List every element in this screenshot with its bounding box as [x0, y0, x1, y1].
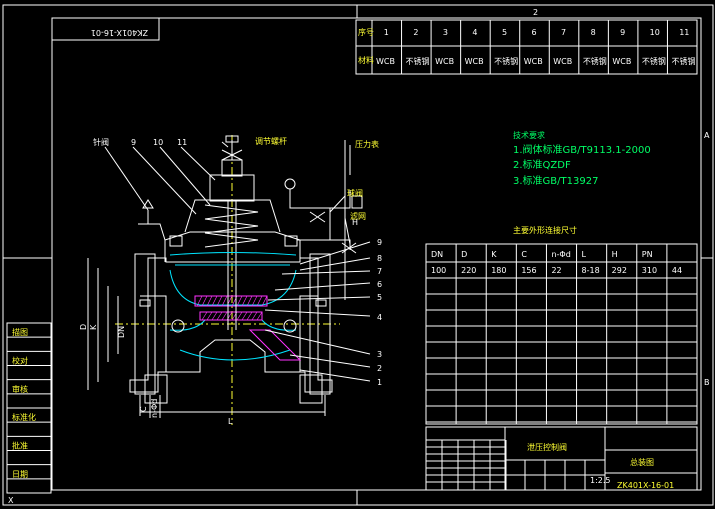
valve-assembly	[87, 135, 371, 425]
stamp-row-label: 标准化	[12, 412, 36, 422]
callout-number: 9	[377, 238, 382, 247]
dims-value-cell: 292	[612, 266, 627, 275]
parts-number-cell: 10	[650, 28, 660, 37]
stamp-row-label: 校对	[12, 356, 28, 366]
callout-adjust-screw: 调节螺杆	[255, 136, 287, 146]
callout-number: 7	[377, 267, 382, 276]
parts-material-cell: WCB	[524, 57, 543, 66]
dim-label-n: n-Φd	[150, 399, 159, 418]
parts-material-cell: 不锈钢	[583, 56, 607, 66]
dims-header-cell: D	[461, 250, 467, 259]
border-mark-x: X	[8, 496, 14, 505]
dim-label-C: C	[139, 406, 148, 412]
title-block: 泄压控制阀 总装图 ZK401X-16-01 1:2.5	[425, 426, 698, 491]
title-block-name: 泄压控制阀	[527, 442, 567, 452]
inner-frame	[51, 17, 702, 491]
callout-number: 5	[377, 293, 382, 302]
border-mark-top: 2	[533, 8, 538, 17]
note-line-1: 1.阀体标准GB/T9113.1-2000	[513, 143, 651, 156]
title-block-drawing-no: ZK401X-16-01	[617, 481, 674, 490]
callout-11: 11	[177, 138, 187, 147]
parts-material-cell: 不锈钢	[494, 56, 518, 66]
callout-pressure-gauge: 压力表	[355, 139, 379, 149]
parts-material-cell: 不锈钢	[671, 56, 695, 66]
parts-number-cell: 11	[679, 28, 689, 37]
outer-frame	[2, 4, 714, 506]
callout-10: 10	[153, 138, 163, 147]
parts-number-cell: 5	[502, 28, 507, 37]
dims-value-cell: 180	[491, 266, 506, 275]
callout-strainer: 滤网	[350, 211, 366, 221]
callout-number: 8	[377, 254, 382, 263]
dims-value-cell: 44	[672, 266, 682, 275]
parts-number-cell: 6	[532, 28, 537, 37]
dims-value-cell: 156	[521, 266, 536, 275]
parts-number-cell: 4	[472, 28, 477, 37]
dims-value-cell: 310	[642, 266, 657, 275]
rotated-drawing-number: ZK401X-16-01	[91, 28, 148, 37]
callout-number: 2	[377, 364, 382, 373]
parts-material-cell: WCB	[376, 57, 395, 66]
parts-number-cell: 3	[443, 28, 448, 37]
technical-notes: 技术要求 1.阀体标准GB/T9113.1-2000 2.标准QZDF 3.标准…	[513, 130, 651, 187]
callout-number: 1	[377, 378, 382, 387]
callout-number: 3	[377, 350, 382, 359]
dims-header-cell: PN	[642, 250, 653, 259]
callout-number: 4	[377, 313, 382, 322]
dims-header-cell: L	[582, 250, 587, 259]
title-block-company: 总装图	[630, 457, 654, 467]
parts-header-material: 材料	[358, 55, 374, 65]
stamp-row-label: 日期	[12, 470, 28, 479]
dims-value-cell: 22	[551, 266, 561, 275]
parts-header-number: 序号	[358, 27, 374, 37]
note-line-2: 2.标准QZDF	[513, 159, 571, 171]
parts-number-cell: 8	[591, 28, 596, 37]
dims-value-cell: 220	[461, 266, 476, 275]
parts-number-cell: 2	[413, 28, 418, 37]
dim-label-DN: DN	[117, 326, 126, 338]
notes-title: 技术要求	[513, 130, 545, 140]
border-mark-a: A	[704, 131, 710, 140]
parts-material-cell: WCB	[435, 57, 454, 66]
parts-material-cell: WCB	[612, 57, 631, 66]
callout-number: 6	[377, 280, 382, 289]
parts-material-cell: WCB	[553, 57, 572, 66]
dimensions-table: 主要外形连接尺寸 DN 100 D 220 K 180 C 156 n-Φd 22 L 8-18 H 29…	[425, 225, 698, 425]
title-block-scale: 1:2.5	[590, 476, 611, 485]
parts-material-cell: 不锈钢	[642, 56, 666, 66]
stamp-row-label: 批准	[12, 441, 28, 451]
dims-header-cell: H	[612, 250, 618, 259]
dim-label-D: D	[79, 324, 88, 330]
dims-title: 主要外形连接尺寸	[513, 225, 577, 235]
parts-number-cell: 1	[384, 28, 389, 37]
parts-material-cell: 不锈钢	[406, 56, 430, 66]
border-mark-b: B	[704, 378, 710, 387]
callout-9: 9	[131, 138, 136, 147]
note-line-3: 3.标准GB/T13927	[513, 175, 598, 187]
dims-header-cell: K	[491, 250, 497, 259]
callout-ball-valve: 球阀	[347, 188, 363, 198]
parts-number-cell: 7	[561, 28, 566, 37]
dims-value-cell: 100	[431, 266, 446, 275]
rotated-number-box	[51, 17, 160, 41]
stamp-row-label: 描图	[12, 327, 28, 337]
dims-header-cell: n-Φd	[551, 250, 570, 259]
callout-needle-valve: 针阀	[93, 137, 109, 147]
dims-header-cell: C	[521, 250, 527, 259]
dims-value-cell: 8-18	[582, 266, 600, 275]
stamp-row-label: 审核	[12, 384, 28, 394]
parts-material-cell: WCB	[465, 57, 484, 66]
parts-number-cell: 9	[620, 28, 625, 37]
dim-label-K: K	[89, 324, 98, 330]
dim-label-L: L	[228, 417, 233, 426]
dims-header-cell: DN	[431, 250, 443, 259]
dim-label-H: H	[352, 218, 358, 227]
